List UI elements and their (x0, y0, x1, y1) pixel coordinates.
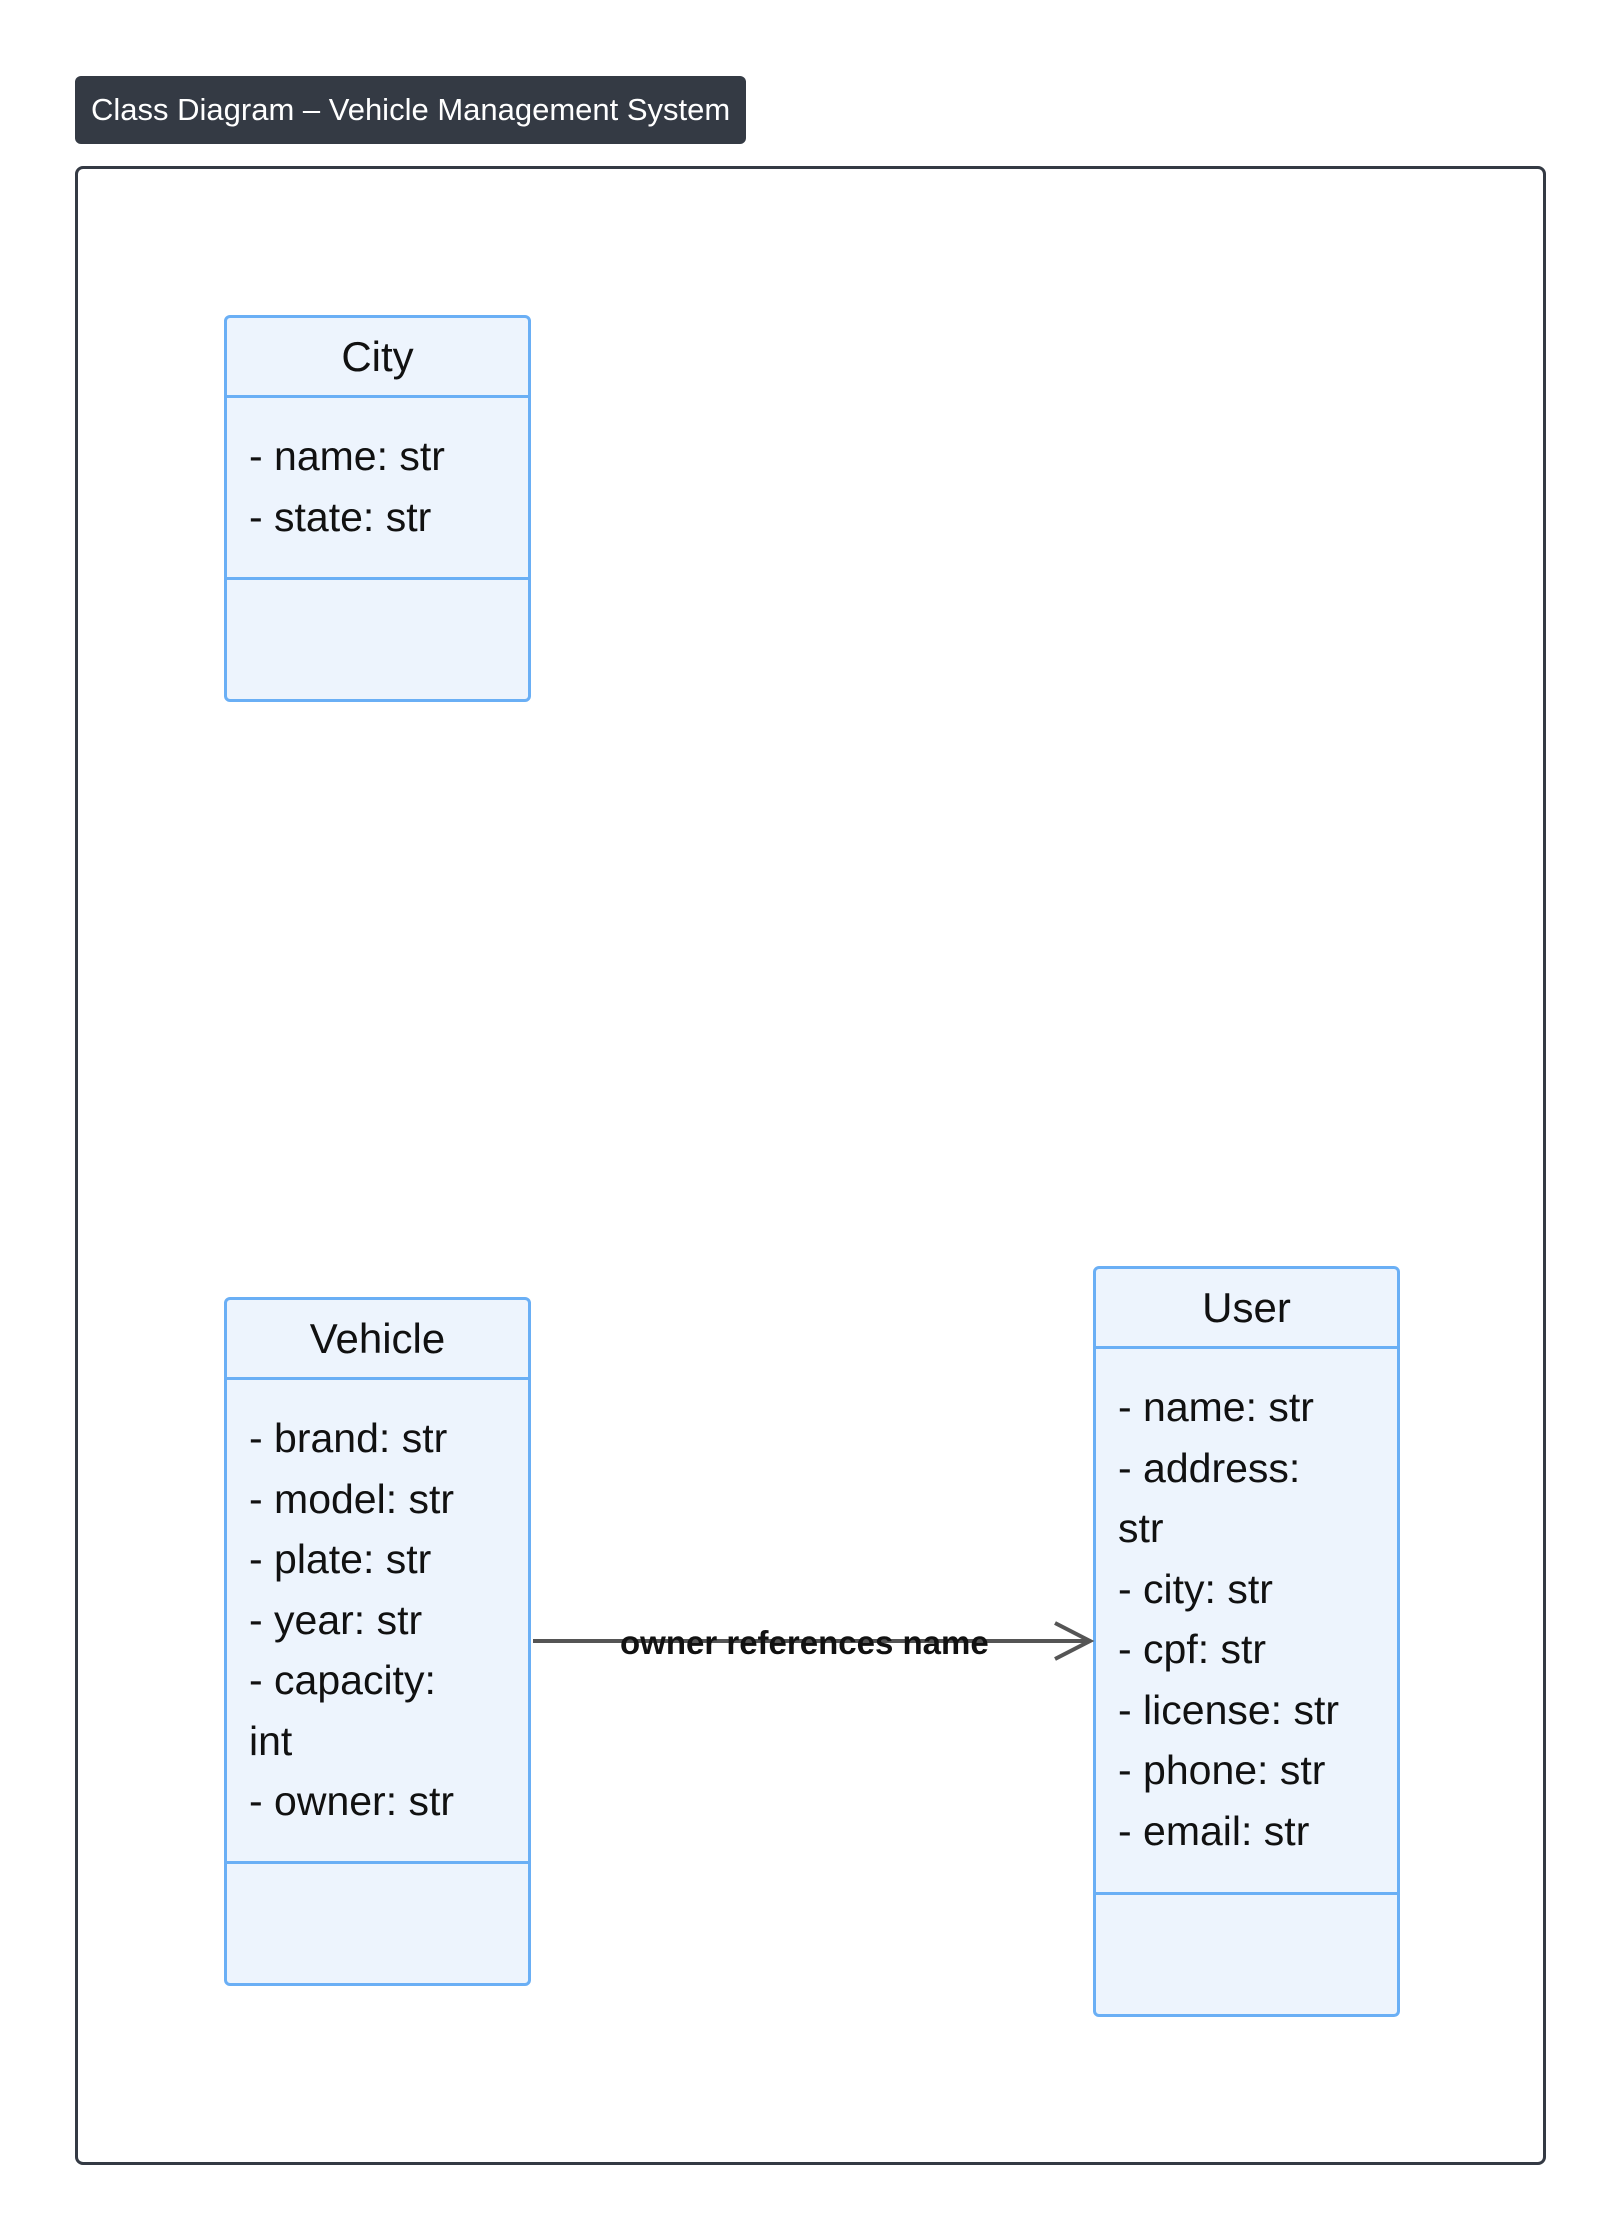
attribute-item: - plate: str (249, 1536, 432, 1582)
class-user[interactable]: User - name: str - address: str - city: … (1093, 1266, 1400, 2017)
attribute-item: - phone: str (1118, 1747, 1326, 1793)
attribute-item: str (1118, 1505, 1164, 1551)
attribute-item: - capacity: (249, 1657, 436, 1703)
attribute-item: - license: str (1118, 1686, 1339, 1733)
attribute-list-vehicle: - brand: str - model: str - plate: str -… (227, 1380, 528, 1864)
class-city[interactable]: City - name: str - state: str (224, 315, 531, 702)
attribute-item: - city: str (1118, 1565, 1273, 1612)
method-section-user (1096, 1895, 1397, 2014)
attribute-item: - owner: str (249, 1778, 455, 1824)
attribute-item: - name: str (249, 433, 445, 479)
attribute-item: - address: (1118, 1444, 1301, 1491)
attribute-item: - year: str (249, 1596, 423, 1643)
diagram-frame (75, 166, 1546, 2165)
class-name-city: City (227, 318, 528, 398)
method-section-city (227, 580, 528, 699)
attribute-list-user: - name: str - address: str - city: str -… (1096, 1349, 1397, 1895)
class-vehicle[interactable]: Vehicle - brand: str - model: str - plat… (224, 1297, 531, 1986)
attribute-item: - brand: str (249, 1415, 448, 1461)
attribute-item: - name: str (1118, 1384, 1314, 1430)
attribute-item: - model: str (249, 1475, 455, 1522)
attribute-item: - cpf: str (1118, 1626, 1267, 1672)
attribute-item: - email: str (1118, 1807, 1310, 1854)
association-label: owner references name (620, 1624, 989, 1661)
attribute-item: int (249, 1717, 293, 1764)
attribute-list-city: - name: str - state: str (227, 398, 528, 580)
diagram-title: Class Diagram – Vehicle Management Syste… (75, 76, 747, 144)
method-section-vehicle (227, 1864, 528, 1983)
class-name-user: User (1096, 1269, 1397, 1349)
class-name-vehicle: Vehicle (227, 1300, 528, 1380)
attribute-item: - state: str (249, 493, 432, 540)
